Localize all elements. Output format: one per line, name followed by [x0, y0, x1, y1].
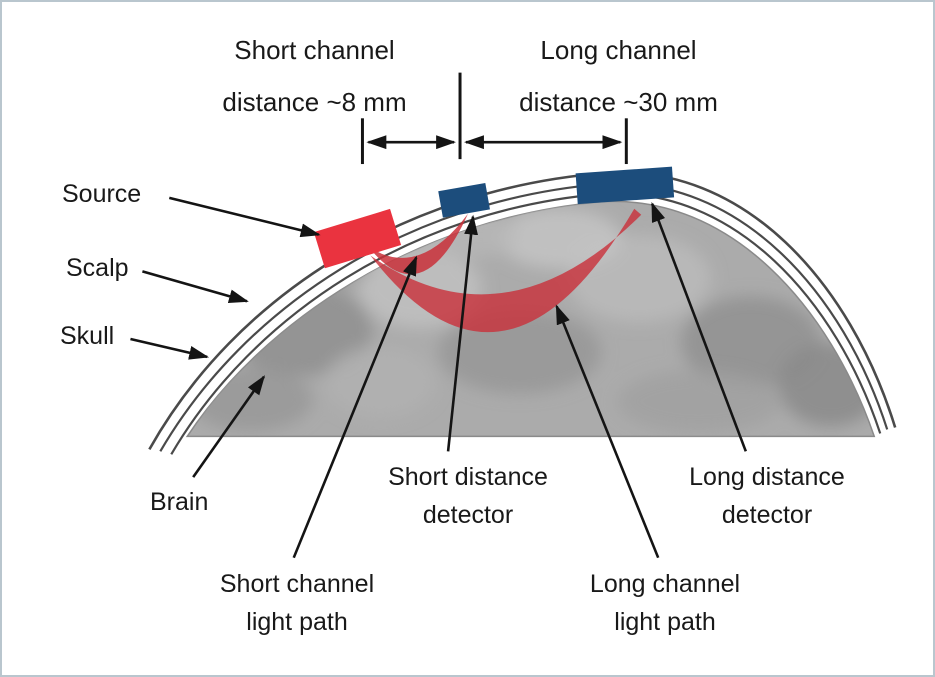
short-detector-pointer-arrow — [446, 214, 479, 452]
short-light-path — [368, 213, 468, 275]
scalp-pointer-arrow — [142, 270, 249, 303]
long-detector-rect — [575, 166, 675, 205]
short-detector-rect — [438, 182, 490, 218]
long-detector-pointer-arrow — [650, 201, 748, 452]
brain-pointer-arrow — [192, 375, 266, 478]
long-path-pointer-arrow — [555, 304, 660, 559]
source-rect — [313, 208, 402, 269]
skull-pointer-arrow — [130, 337, 210, 360]
source-pointer-arrow — [168, 196, 321, 238]
long-light-path — [370, 208, 642, 333]
short-path-pointer-arrow — [292, 255, 418, 559]
